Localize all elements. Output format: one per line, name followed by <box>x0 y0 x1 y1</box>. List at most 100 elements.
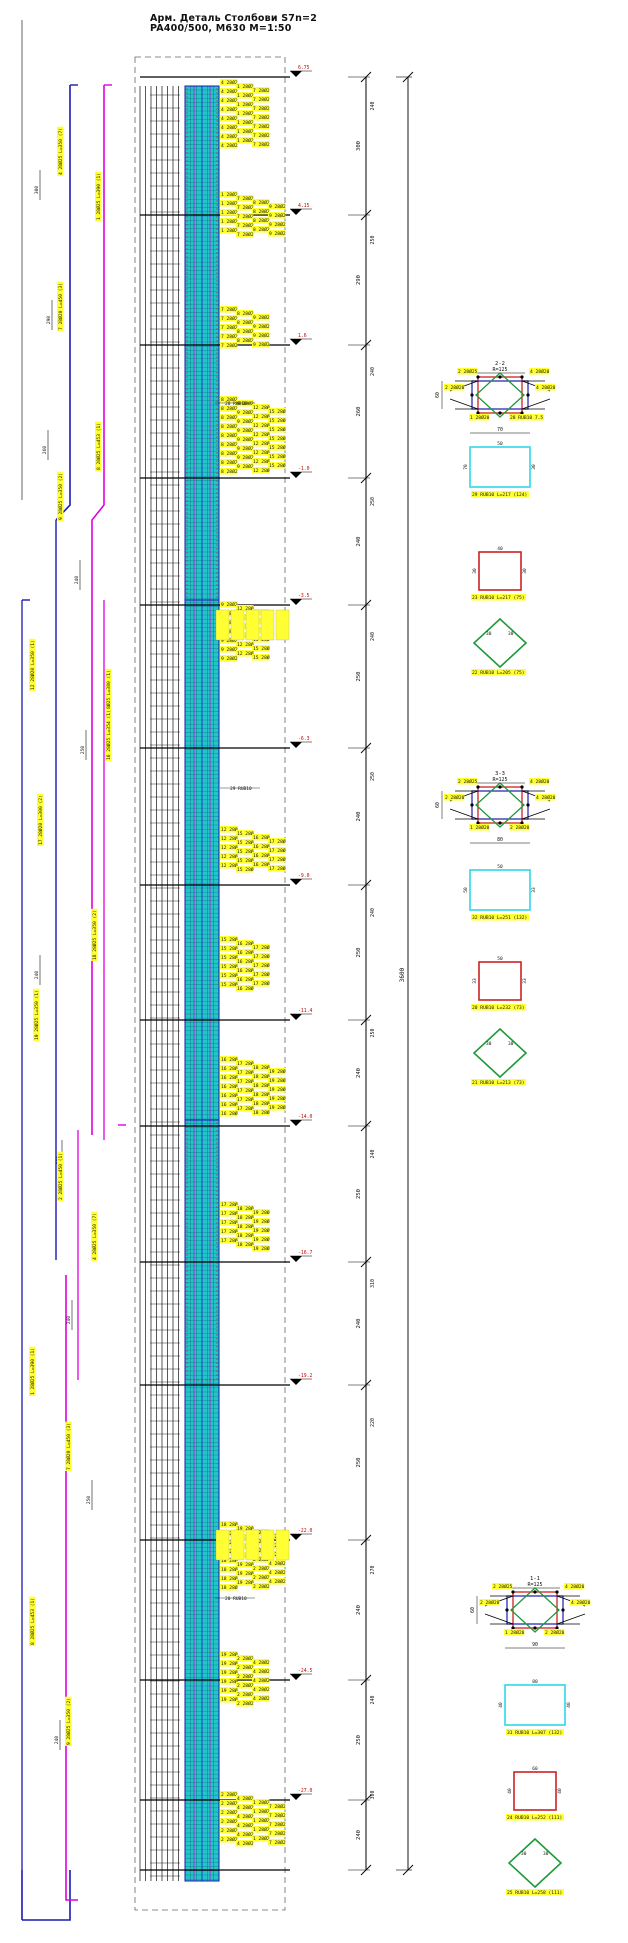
stack-label-bg <box>252 971 270 978</box>
stack-label-group: 2 28Ø2 <box>220 1836 238 1843</box>
stack-label-group: 15 28Ø <box>220 936 238 943</box>
left-dim-text: 240 <box>54 1736 60 1744</box>
stack-label-bg <box>252 226 270 233</box>
core-segment <box>184 1119 220 1882</box>
stack-label-group: 7 28Ø2 <box>236 231 254 238</box>
stack-label-group: 15 28Ø <box>236 839 254 846</box>
stack-label-bg <box>252 1799 270 1806</box>
stirrup-outline <box>469 869 531 911</box>
stirrup-dim: 50 <box>497 956 503 962</box>
stack-label: 9 28Ø2 <box>237 454 254 461</box>
stack-label: 17 28Ø <box>253 971 270 978</box>
stack-label-group: 7 28Ø2 <box>220 324 238 331</box>
stack-label-group: 19 28Ø <box>252 1209 270 1216</box>
stack-label: 9 28Ø2 <box>253 332 270 339</box>
section-bar <box>505 1608 509 1612</box>
stack-label: 12 28Ø <box>253 422 270 429</box>
stirrup-dim: 50 <box>497 441 503 447</box>
segment-dimension-secondary: 240 <box>370 908 376 917</box>
stack-label: 9 28Ø2 <box>221 619 238 626</box>
section-bar-note-group: 28 RUB10 7.5 <box>509 414 544 421</box>
stack-label: 19 28Ø <box>237 1525 254 1532</box>
stack-label-bg <box>236 1804 254 1811</box>
stirrup-caption: 23 RUB10 L=217 (75) <box>472 595 525 601</box>
stack-label-bg <box>252 141 270 148</box>
stack-label-bg <box>252 105 270 112</box>
stack-label-bg <box>236 1214 254 1221</box>
level-text: -9.0 <box>298 873 310 879</box>
stack-label-bg <box>252 431 270 438</box>
stack-label-bg <box>252 217 270 224</box>
stack-label-bg <box>268 1104 286 1111</box>
stack-label-bg <box>236 1525 254 1532</box>
column-elevation: 6.754.151.6-1.0-3.5-6.3-9.0-11.4-14.0-16… <box>139 65 313 1882</box>
stack-label: 4 28Ø2 <box>221 115 238 122</box>
stirrup-tag: 29 RUB10 <box>230 786 252 792</box>
stack-label: 17 28Ø <box>237 1069 254 1076</box>
stirrup-caption: 24 RUB10 L=252 (111) <box>507 1815 562 1821</box>
stack-label-bg <box>268 426 286 433</box>
stack-label: 1 28Ø2 <box>237 92 254 99</box>
section-bar-note-group: 2 28Ø20 <box>444 384 465 391</box>
stack-label: 8 28Ø2 <box>221 459 238 466</box>
stack-label-bg <box>220 324 238 331</box>
stack-label: 4 28Ø2 <box>237 1813 254 1820</box>
stirrup-caption-bg <box>471 1004 527 1011</box>
stack-label-group: 7 28Ø2 <box>220 333 238 340</box>
stack-label: 4 28Ø2 <box>237 1840 254 1847</box>
stack-label-group: 17 28Ø <box>236 1060 254 1067</box>
stack-label-bg <box>236 976 254 983</box>
stack-label-group: 19 28Ø <box>268 1068 286 1075</box>
section-bar-note-bg <box>564 1583 585 1590</box>
stack-label-group: 1 28Ø2 <box>236 110 254 117</box>
level-mark: -11.4 <box>290 1008 313 1020</box>
stirrup-dim: 33 <box>531 887 537 893</box>
stack-label-bg <box>236 436 254 443</box>
stack-label-bg <box>252 1556 270 1563</box>
stack-label: 19 28Ø <box>269 1068 286 1075</box>
stack-label-bg <box>252 123 270 130</box>
stirrup-dim: 40 <box>498 1702 504 1708</box>
stack-label-group: 7 28Ø2 <box>220 342 238 349</box>
stirrup-caption-bg <box>506 1814 564 1821</box>
left-dim-text: 290 <box>46 316 52 324</box>
stack-label-group: 9 28Ø2 <box>252 332 270 339</box>
section-bar <box>511 1590 515 1594</box>
rebar-label-rot-bg <box>91 908 98 961</box>
stack-label-group: 17 28Ø <box>268 838 286 845</box>
stack-label-group: 12 28Ø <box>236 650 254 657</box>
stirrup-dim: 30 <box>508 1041 514 1047</box>
stack-label: 16 28Ø <box>221 1074 238 1081</box>
stack-label: 19 28Ø <box>269 1086 286 1093</box>
stack-label: 17 28Ø <box>269 865 286 872</box>
stack-label: 19 28Ø <box>253 1245 270 1252</box>
level-arrow <box>290 1256 302 1262</box>
rebar-label-rot: 2 28Ø25 L=450 (1) <box>57 1153 64 1200</box>
stack-label-group: 8 28Ø2 <box>252 208 270 215</box>
rebar-label-rot-group: 19 28Ø25 L=350 (1) <box>33 988 40 1041</box>
stack-label-bg <box>220 79 238 86</box>
stack-label-bg <box>220 1521 238 1528</box>
stack-label-bg <box>236 1543 254 1550</box>
stack-label: 15 28Ø <box>237 866 254 873</box>
segment-dimension: 250 <box>356 948 362 958</box>
stirrup-dim: 30 <box>543 1851 549 1857</box>
stack-label: 19 28Ø <box>253 1209 270 1216</box>
stirrup-dim: 30 <box>531 464 537 470</box>
stack-label-group: 15 28Ø <box>268 453 286 460</box>
stack-label-group: 17 28Ø <box>236 1105 254 1112</box>
section-bar <box>511 1626 515 1630</box>
stack-label: 18 28Ø <box>221 1575 238 1582</box>
stack-label-bg <box>220 1836 238 1843</box>
stack-label: 16 28Ø <box>221 1101 238 1108</box>
stirrup-dim: 30 <box>508 631 514 637</box>
stack-label-bg <box>268 203 286 210</box>
segment-dimension: 250 <box>356 1189 362 1199</box>
rebar-label-rot-group: 4 28Ø25 L=350 (7) <box>57 126 64 176</box>
segment-dimension-secondary: 240 <box>370 101 376 110</box>
left-dim-text: 240 <box>74 576 80 584</box>
stack-label-bg <box>268 1068 286 1075</box>
stack-label-bg <box>236 1087 254 1094</box>
